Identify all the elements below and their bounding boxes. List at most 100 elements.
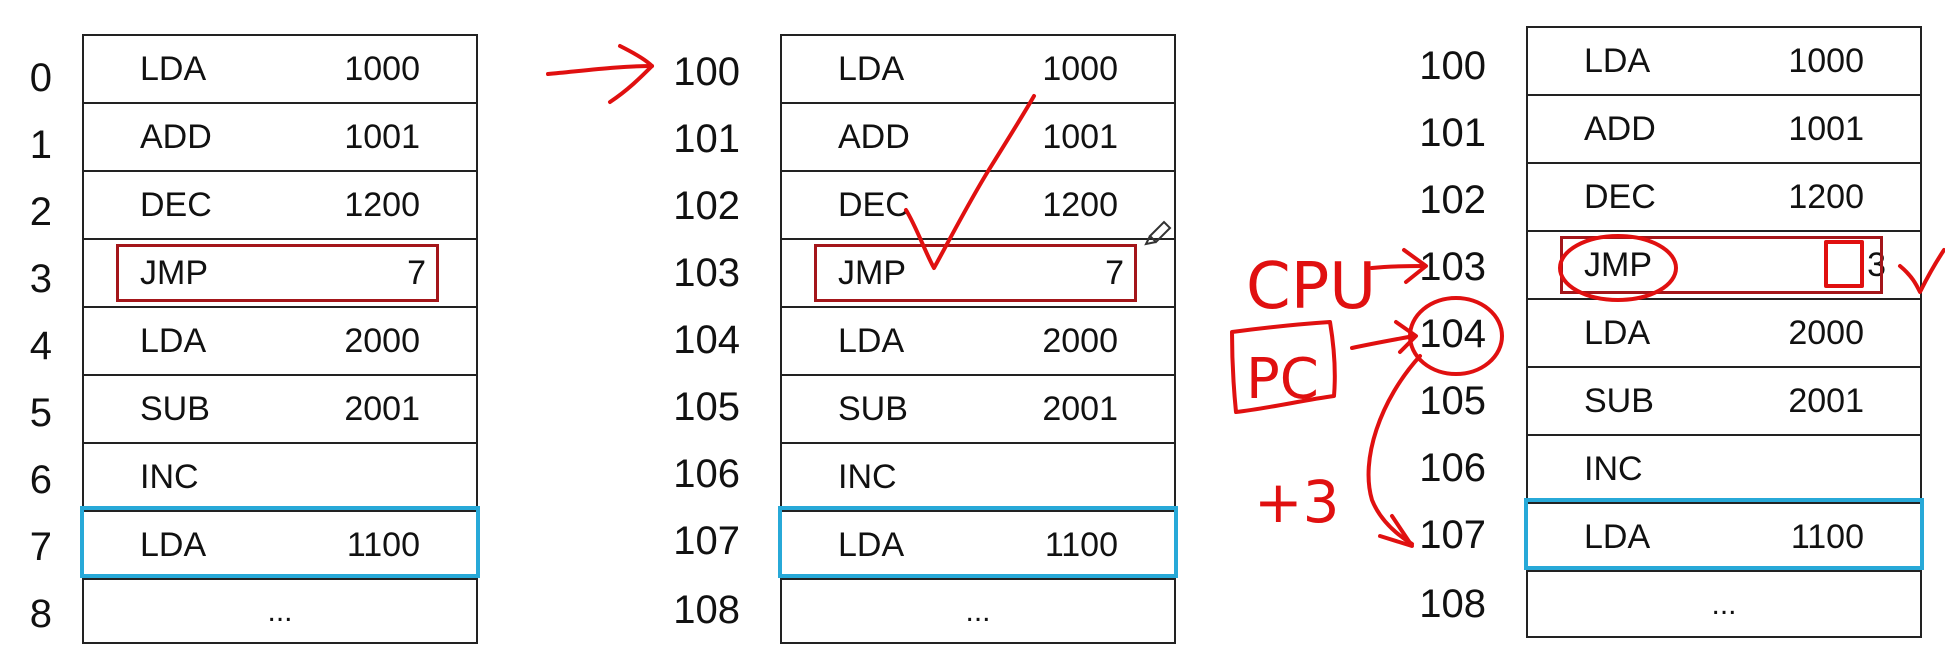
memory-row: ADD 1001	[1528, 96, 1920, 164]
opcode: SUB	[1584, 381, 1654, 420]
memory-row: SUB 2001	[1528, 368, 1920, 436]
address-label: 100	[673, 50, 740, 94]
address-label: 6	[29, 458, 52, 502]
ellipsis: ...	[965, 595, 991, 628]
operand: 2001	[1788, 381, 1864, 420]
address-label: 108	[673, 588, 740, 632]
address-label: 102	[1419, 178, 1486, 222]
opcode: LDA	[1584, 313, 1651, 352]
memory-row: LDA 2000	[782, 308, 1174, 376]
target-highlight-box	[1524, 498, 1924, 570]
address-label: 0	[29, 56, 52, 100]
address-label: 100	[1419, 44, 1486, 88]
address-label: 8	[29, 592, 52, 636]
address-label: 5	[29, 391, 52, 435]
opcode: SUB	[838, 389, 908, 428]
opcode: INC	[838, 457, 897, 496]
jump-highlight-box	[814, 244, 1137, 302]
memory-row: INC	[1528, 436, 1920, 504]
ellipsis: ...	[267, 595, 293, 628]
memory-row: LDA 1100	[84, 512, 476, 580]
memory-row: ...	[84, 580, 476, 644]
cpu-annotation: CPU	[1246, 250, 1376, 324]
opcode: INC	[140, 457, 199, 496]
memory-row: ...	[782, 580, 1174, 644]
memory-row: LDA 2000	[84, 308, 476, 376]
jump-highlight-box	[116, 244, 439, 302]
address-label: 1	[29, 123, 52, 167]
memory-row: SUB 2001	[84, 376, 476, 444]
operand: 1001	[344, 117, 420, 156]
address-label: 7	[29, 525, 52, 569]
address-label: 107	[673, 519, 740, 563]
opcode: LDA	[838, 321, 905, 360]
operand: 1000	[1042, 49, 1118, 88]
offset-annotation: +3	[1254, 468, 1340, 536]
address-label: 102	[673, 184, 740, 228]
memory-row: DEC 1200	[1528, 164, 1920, 232]
memory-row: JMP 7	[84, 240, 476, 308]
memory-row: INC	[84, 444, 476, 512]
opcode: JMP	[140, 253, 208, 292]
memory-row: LDA 1000	[782, 36, 1174, 104]
operand: 1000	[344, 49, 420, 88]
operand: 1200	[1788, 177, 1864, 216]
target-highlight-box	[80, 506, 480, 578]
operand: 2000	[1788, 313, 1864, 352]
operand: 1000	[1788, 41, 1864, 80]
address-label: 105	[673, 385, 740, 429]
pointer-arrow-icon	[546, 44, 654, 104]
operand: 1001	[1042, 117, 1118, 156]
opcode: SUB	[140, 389, 210, 428]
operand: 2000	[1042, 321, 1118, 360]
opcode: LDA	[140, 321, 207, 360]
opcode: DEC	[1584, 177, 1656, 216]
address-label: 101	[1419, 111, 1486, 155]
memory-row: ADD 1001	[84, 104, 476, 172]
address-label: 4	[29, 324, 52, 368]
pc-register-box	[1230, 320, 1337, 414]
operand: 1001	[1788, 109, 1864, 148]
opcode: LDA	[838, 49, 905, 88]
operand: 2001	[344, 389, 420, 428]
operand: 1200	[344, 185, 420, 224]
address-label: 3	[29, 257, 52, 301]
opcode: ADD	[1584, 109, 1656, 148]
memory-row: DEC 1200	[84, 172, 476, 240]
memory-row: INC	[782, 444, 1174, 512]
address-label: 106	[1419, 446, 1486, 490]
memory-row: LDA 2000	[1528, 300, 1920, 368]
opcode: ADD	[140, 117, 212, 156]
address-label: 107	[1419, 513, 1486, 557]
opcode: LDA	[838, 525, 905, 564]
address-label: 105	[1419, 379, 1486, 423]
operand: 1100	[1790, 517, 1864, 556]
opcode: JMP	[838, 253, 906, 292]
operand: 2001	[1042, 389, 1118, 428]
opcode: INC	[1584, 449, 1643, 488]
operand: 7	[407, 253, 426, 292]
target-highlight-box	[778, 506, 1178, 578]
memory-row: LDA 1100	[1528, 504, 1920, 572]
opcode: LDA	[140, 525, 207, 564]
memory-row: SUB 2001	[782, 376, 1174, 444]
jump-highlight-box	[1560, 236, 1883, 294]
pc-annotation: PC	[1246, 347, 1319, 412]
address-label: 103	[1419, 245, 1486, 289]
operand: 1100	[346, 525, 420, 564]
opcode: ADD	[838, 117, 910, 156]
opcode: DEC	[140, 185, 212, 224]
operand: 2000	[344, 321, 420, 360]
address-label: 108	[1419, 582, 1486, 626]
opcode: LDA	[1584, 517, 1651, 556]
address-label: 104	[673, 318, 740, 362]
ellipsis: ...	[1711, 588, 1737, 621]
opcode: DEC	[838, 185, 910, 224]
